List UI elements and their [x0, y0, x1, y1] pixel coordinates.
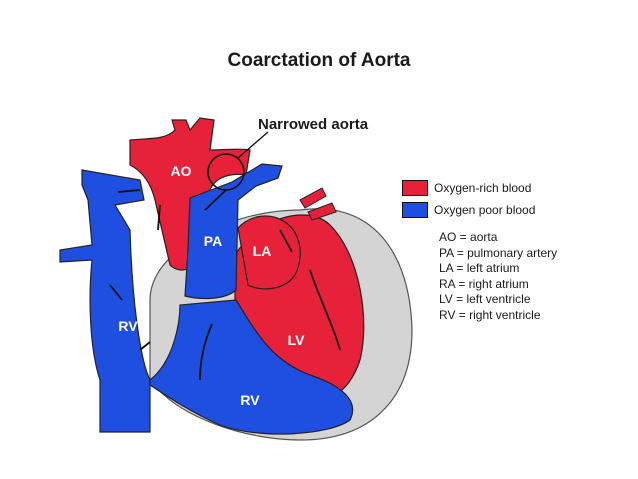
label-la: LA: [253, 243, 272, 259]
abbreviation-item: AO = aorta: [439, 230, 498, 244]
abbreviation-list: AO = aorta PA = pulmonary artery LA = le…: [439, 230, 557, 323]
legend-item-oxygen-poor: Oxygen poor blood: [402, 202, 535, 218]
flow-arrows: [109, 189, 341, 381]
label-ao: AO: [171, 163, 192, 179]
label-rv-bottom: RV: [240, 392, 260, 408]
left-atrium-shape: [237, 215, 301, 290]
vena-cava-shape: [59, 169, 151, 433]
legend-swatch: [402, 180, 428, 196]
legend-swatch: [402, 202, 428, 218]
flow-arrow: [109, 284, 123, 301]
aorta-shape: [129, 117, 251, 271]
flow-arrow: [117, 189, 141, 193]
flow-arrow: [139, 341, 151, 351]
label-pa: PA: [204, 233, 222, 249]
legend-item-oxygen-rich: Oxygen-rich blood: [402, 180, 531, 196]
callout-pointer: [237, 131, 269, 159]
flow-arrow: [157, 204, 161, 231]
abbreviation-item: RA = right atrium: [439, 276, 529, 291]
diagram-title: Coarctation of Aorta: [227, 50, 411, 71]
flow-arrow: [309, 269, 341, 351]
abbreviation-item: PA = pulmonary artery: [439, 245, 558, 260]
narrowed-aorta-callout: Narrowed aorta: [258, 116, 369, 133]
label-lv: LV: [288, 332, 306, 348]
right-ventricle-shape: [149, 299, 354, 435]
abbreviation-item: RV = right ventricle: [439, 307, 541, 322]
label-rv-left: RV: [118, 318, 138, 334]
pulmonary-artery-shape: [184, 163, 283, 300]
abbreviation-item: LV = left ventricle: [439, 292, 531, 306]
pulmonary-veins-shape: [299, 187, 337, 221]
flow-arrow: [279, 229, 293, 253]
flow-arrow: [199, 323, 213, 381]
flow-arrow: [204, 189, 227, 211]
legend-label: Oxygen-rich blood: [434, 181, 532, 195]
legend-label: Oxygen poor blood: [434, 203, 536, 217]
abbreviation-item: LA = left atrium: [439, 261, 520, 275]
